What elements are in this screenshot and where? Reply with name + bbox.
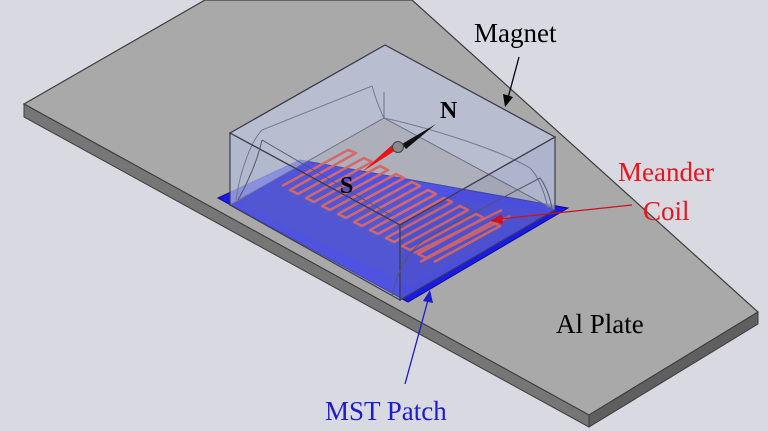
al-plate-label: Al Plate	[556, 309, 644, 339]
compass-needle	[362, 124, 436, 172]
mst-leader-line	[404, 299, 429, 385]
south-label: S	[340, 173, 353, 199]
south-pointer-icon	[362, 145, 396, 172]
meander-coil-label-line1: Meander	[618, 157, 714, 187]
mst-leader-arrowhead-icon	[423, 290, 433, 303]
magnet-inner-arch-right	[383, 117, 549, 209]
meander-leader-arrowhead-icon	[490, 214, 503, 224]
magnet-shadow-region	[238, 176, 548, 286]
north-pointer-icon	[402, 124, 436, 149]
magnet	[228, 44, 557, 302]
north-label: N	[440, 98, 458, 124]
magnet-inner-front-edge	[261, 139, 393, 217]
magnet-front-arch-left	[237, 139, 263, 201]
compass-pivot-icon	[392, 141, 404, 153]
meander-coil-lead-upper	[413, 208, 503, 255]
magnet-front-arch-right	[391, 177, 553, 297]
magnet-right-face	[399, 135, 556, 302]
leader-lines	[404, 56, 633, 385]
meander-coil-label-line2: Coil	[643, 196, 690, 226]
meander-coil-trace	[281, 148, 502, 264]
magnet-leader-line	[507, 56, 520, 99]
magnet-label: Magnet	[474, 18, 557, 48]
meander-coil-lead-lower	[419, 214, 511, 264]
magnet-leader-arrowhead-icon	[503, 94, 513, 107]
magnet-inner-arch-left	[235, 85, 385, 201]
mst-patch-label: MST Patch	[325, 396, 447, 426]
meander-coil	[281, 148, 511, 264]
al-plate-right-edge	[588, 311, 759, 428]
meander-leader-line	[499, 204, 633, 220]
